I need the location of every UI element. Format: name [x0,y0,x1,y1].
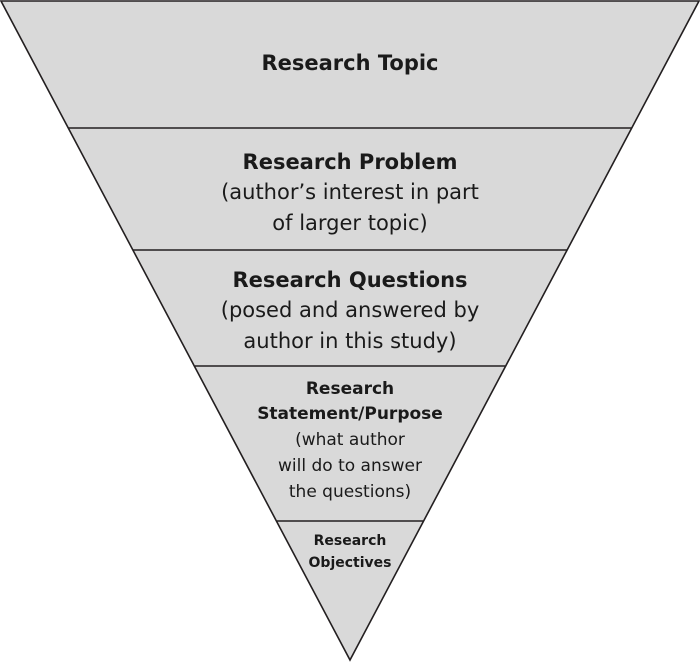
level-description-line: of larger topic) [272,211,428,235]
level-title-line: Statement/Purpose [257,404,443,424]
level-research-problem: Research Problem (author’s interest in p… [0,148,700,238]
level-research-objectives: Research Objectives [0,530,700,574]
level-title-line: Research [305,379,395,399]
level-research-statement-purpose: Research Statement/Purpose (what author … [0,377,700,505]
level-title: Research Questions [232,268,468,292]
level-description-line: author in this study) [243,329,457,353]
level-description-line: the questions) [288,482,412,502]
level-title-line: Research [313,533,387,549]
level-description-line: (what author [295,430,405,450]
level-title: Research Problem [242,150,458,174]
level-research-questions: Research Questions (posed and answered b… [0,266,700,356]
level-title-line: Objectives [308,555,392,571]
level-description-line: (author’s interest in part [221,180,479,204]
level-title: Research Topic [261,51,439,75]
level-description-line: will do to answer [278,456,422,476]
level-description-line: (posed and answered by [220,298,480,322]
level-research-topic: Research Topic [0,49,700,77]
